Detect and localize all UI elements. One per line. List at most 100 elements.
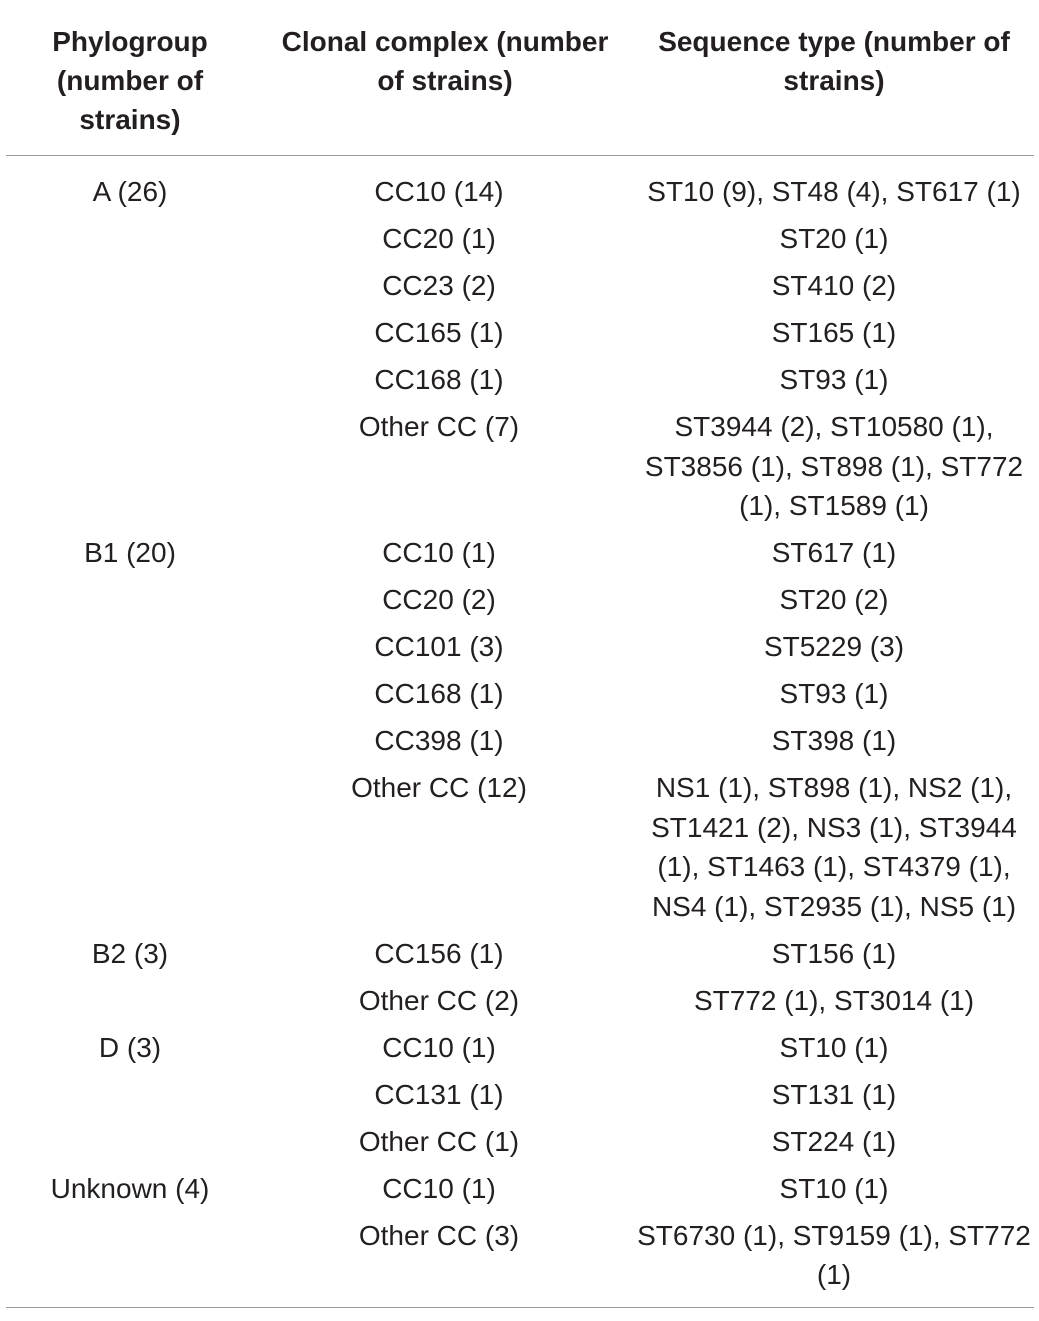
table-row: Other CC (2) ST772 (1), ST3014 (1): [6, 981, 1034, 1021]
table-row: B1 (20) CC10 (1) ST617 (1): [6, 533, 1034, 573]
header-line: Phylogroup: [52, 26, 208, 57]
header-line: Clonal complex (number: [281, 26, 609, 57]
cell-clonal-complex: CC168 (1): [374, 678, 504, 709]
cell-clonal-complex: CC10 (1): [382, 1031, 496, 1063]
table-row: B2 (3) CC156 (1) ST156 (1): [6, 934, 1034, 974]
table-row: CC20 (1) ST20 (1): [6, 219, 1034, 259]
cell-clonal-complex: Other CC (1): [358, 1125, 520, 1157]
table-row: D (3) CC10 (1) ST10 (1): [6, 1028, 1034, 1068]
cell-sequence-type: ST410 (2): [634, 266, 1034, 306]
cell-clonal-complex: CC20 (1): [382, 223, 496, 254]
cell-sequence-type: ST10 (1): [634, 1028, 1034, 1068]
cell-sequence-type: ST398 (1): [634, 721, 1034, 761]
sequence-type-line: ST10 (9), ST48 (4), ST617 (1): [647, 176, 1021, 207]
sequence-type-line: NS1 (1), ST898 (1), NS2 (1),: [655, 772, 1013, 803]
cell-clonal-complex: Other CC (3): [358, 1219, 520, 1251]
cell-clonal-complex: Other CC (12): [351, 772, 527, 803]
cell-sequence-type: ST131 (1): [634, 1075, 1034, 1115]
cell-clonal-complex: Other CC (2): [358, 984, 520, 1016]
table-row: CC23 (2) ST410 (2): [6, 266, 1034, 306]
cell-sequence-type: ST224 (1): [634, 1122, 1034, 1162]
data-table: Phylogroup (number of strains) Clonal co…: [6, 0, 1034, 1308]
header-line: (number of: [56, 65, 204, 96]
table-row: CC131 (1) ST131 (1): [6, 1075, 1034, 1115]
cell-clonal-complex: CC165 (1): [374, 317, 504, 348]
table-body: A (26) CC10 (14) ST10 (9), ST48 (4), ST617…: [6, 156, 1034, 1308]
cell-sequence-type: ST3944 (2), ST10580 (1), ST3856 (1), ST89…: [634, 407, 1034, 526]
cell-sequence-type: ST10 (9), ST48 (4), ST617 (1): [634, 172, 1034, 212]
cell-sequence-type: ST772 (1), ST3014 (1): [634, 981, 1034, 1021]
table-header: Phylogroup (number of strains) Clonal co…: [6, 0, 1034, 156]
table-row: CC168 (1) ST93 (1): [6, 360, 1034, 400]
cell-clonal-complex: CC131 (1): [374, 1078, 504, 1110]
table-row: Unknown (4) CC10 (1) ST10 (1): [6, 1169, 1034, 1209]
cell-sequence-type: ST5229 (3): [634, 627, 1034, 667]
header-sequence-type: Sequence type (number of strains): [634, 22, 1034, 100]
sequence-type-line: ST93 (1): [779, 364, 889, 395]
cell-clonal-complex: CC398 (1): [374, 725, 504, 756]
cell-clonal-complex: CC101 (3): [374, 631, 504, 662]
table-row: CC398 (1) ST398 (1): [6, 721, 1034, 761]
sequence-type-line: ST5229 (3): [763, 631, 905, 662]
cell-sequence-type: ST93 (1): [634, 360, 1034, 400]
cell-sequence-type: ST10 (1): [634, 1169, 1034, 1209]
sequence-type-line: (1), ST1589 (1): [739, 490, 929, 521]
cell-sequence-type: ST93 (1): [634, 674, 1034, 714]
table-row: Other CC (12) NS1 (1), ST898 (1), NS2 (1)…: [6, 768, 1034, 926]
header-line: of strains): [377, 65, 513, 96]
cell-phylogroup: A (26): [92, 176, 168, 207]
cell-phylogroup: B1 (20): [84, 537, 176, 568]
table-row: CC101 (3) ST5229 (3): [6, 627, 1034, 667]
cell-sequence-type: ST156 (1): [634, 934, 1034, 974]
cell-sequence-type: ST6730 (1), ST9159 (1), ST772 (1): [634, 1216, 1034, 1295]
sequence-type-line: ST165 (1): [771, 317, 897, 348]
cell-phylogroup: B2 (3): [91, 937, 169, 969]
cell-sequence-type: ST165 (1): [634, 313, 1034, 353]
sequence-type-line: ST410 (2): [771, 270, 897, 301]
sequence-type-line: ST20 (2): [779, 584, 889, 615]
header-line: strains): [783, 65, 885, 96]
cell-clonal-complex: CC10 (14): [374, 176, 504, 207]
sequence-type-line: ST6730 (1), ST9159 (1), ST772: [637, 1219, 1031, 1251]
header-clonal-complex: Clonal complex (number of strains): [266, 22, 624, 100]
sequence-type-line: NS4 (1), ST2935 (1), NS5 (1): [651, 890, 1017, 922]
sequence-type-line: ST3944 (2), ST10580 (1),: [674, 411, 994, 442]
sequence-type-line: ST10 (1): [779, 1031, 889, 1063]
cell-clonal-complex: CC168 (1): [374, 364, 504, 395]
table-row: Other CC (1) ST224 (1): [6, 1122, 1034, 1162]
sequence-type-line: ST772 (1), ST3014 (1): [693, 984, 975, 1016]
header-phylogroup: Phylogroup (number of strains): [6, 22, 254, 139]
header-line: strains): [79, 104, 181, 135]
sequence-type-line: ST20 (1): [779, 223, 889, 254]
cell-clonal-complex: CC23 (2): [382, 270, 496, 301]
table-row: Other CC (3) ST6730 (1), ST9159 (1), ST77…: [6, 1216, 1034, 1295]
table-row: CC168 (1) ST93 (1): [6, 674, 1034, 714]
cell-clonal-complex: CC10 (1): [382, 537, 496, 568]
cell-sequence-type: NS1 (1), ST898 (1), NS2 (1), ST1421 (2), …: [634, 768, 1034, 926]
table-row: Other CC (7) ST3944 (2), ST10580 (1), ST38…: [6, 407, 1034, 526]
sequence-type-line: ST156 (1): [771, 937, 897, 969]
sequence-type-line: ST131 (1): [771, 1078, 897, 1110]
cell-phylogroup: D (3): [98, 1031, 162, 1063]
sequence-type-line: ST617 (1): [771, 537, 897, 568]
sequence-type-line: ST1421 (2), NS3 (1), ST3944: [651, 811, 1017, 843]
cell-sequence-type: ST20 (1): [634, 219, 1034, 259]
table-row: CC20 (2) ST20 (2): [6, 580, 1034, 620]
sequence-type-line: (1): [816, 1259, 852, 1290]
sequence-type-line: ST93 (1): [779, 678, 889, 709]
cell-clonal-complex: CC156 (1): [374, 937, 504, 969]
header-line: Sequence type (number of: [658, 26, 1010, 57]
cell-phylogroup: Unknown (4): [50, 1172, 210, 1204]
cell-sequence-type: ST20 (2): [634, 580, 1034, 620]
cell-clonal-complex: Other CC (7): [358, 411, 520, 442]
sequence-type-line: (1), ST1463 (1), ST4379 (1),: [657, 851, 1011, 882]
cell-sequence-type: ST617 (1): [634, 533, 1034, 573]
cell-clonal-complex: CC10 (1): [382, 1172, 496, 1204]
sequence-type-line: ST3856 (1), ST898 (1), ST772: [644, 450, 1024, 482]
table-row: A (26) CC10 (14) ST10 (9), ST48 (4), ST617…: [6, 172, 1034, 212]
table-row: CC165 (1) ST165 (1): [6, 313, 1034, 353]
cell-clonal-complex: CC20 (2): [382, 584, 496, 615]
sequence-type-line: ST398 (1): [771, 725, 897, 756]
sequence-type-line: ST224 (1): [771, 1125, 897, 1157]
sequence-type-line: ST10 (1): [779, 1172, 889, 1204]
